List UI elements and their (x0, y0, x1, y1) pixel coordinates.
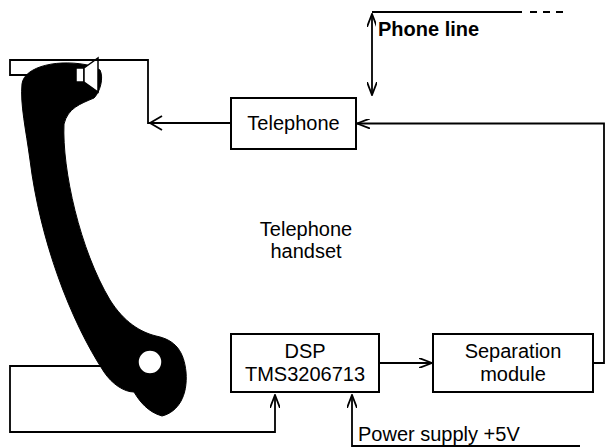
process-box: DSP TMS3206713 (230, 333, 380, 393)
signal-arrow (357, 124, 604, 364)
annotation-label: Telephone handset (244, 218, 368, 262)
microphone-symbol (137, 348, 162, 376)
process-box: Separation module (432, 333, 594, 393)
box-label: Separation module (437, 338, 589, 388)
signal-arrow (380, 362, 432, 364)
speaker-wire-arrow (150, 116, 162, 130)
speaker-symbol (76, 58, 98, 92)
power-supply-wire (352, 395, 580, 446)
phone-line-continuation (530, 11, 566, 13)
phone-line-wire (372, 11, 522, 13)
box-label: Telephone (241, 110, 345, 137)
annotation-label: Power supply +5V (356, 423, 522, 445)
annotation-label: Phone line (376, 18, 481, 40)
process-box: Telephone (230, 97, 357, 150)
speaker-wire (10, 60, 230, 123)
handset-body (22, 63, 187, 416)
phone-line-wire (371, 14, 373, 95)
box-label: DSP TMS3206713 (235, 338, 375, 388)
